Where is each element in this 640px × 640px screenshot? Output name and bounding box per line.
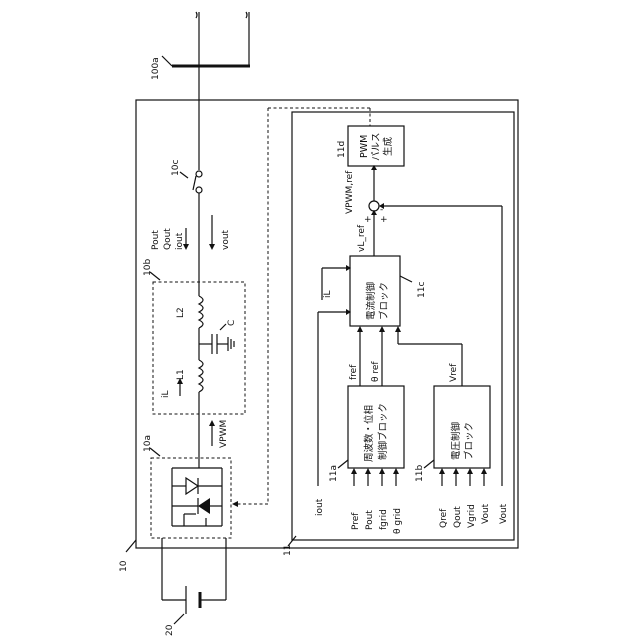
- C-label: C: [227, 320, 237, 326]
- current-block-line1: 電流制御: [365, 282, 377, 320]
- current-ref-label: 11c: [417, 282, 427, 298]
- vref-arrow: [395, 326, 401, 332]
- plus-sign-2: +: [380, 215, 388, 225]
- battery-ref-label: 20: [165, 624, 175, 636]
- pll-inputs: [351, 468, 399, 486]
- converter-ref-label: 10a: [143, 435, 153, 452]
- switch-ref-leader: [180, 172, 188, 178]
- cap-ref-leader: [220, 324, 226, 330]
- pwm-ref-label: 11d: [337, 141, 347, 158]
- voltage-input-3: Vout: [481, 503, 491, 524]
- pll-block-line2: 制御ブロック: [377, 403, 389, 460]
- pwm-block-line2: パルス: [371, 132, 382, 161]
- vout-arrow-head: [209, 244, 215, 250]
- summing-junction: [369, 201, 379, 211]
- voltage-block-line1: 電圧制御: [450, 422, 462, 460]
- voltage-block-line2: ブロック: [463, 422, 475, 460]
- pwm-block-line1: PWM: [359, 135, 370, 158]
- fref-label: fref: [349, 364, 359, 380]
- battery-ref-leader: [174, 614, 184, 624]
- vpwm-arrow-head: [209, 420, 215, 426]
- fref-arrow: [357, 326, 363, 332]
- thetaref-label: θ ref: [371, 361, 381, 382]
- pll-input-3: θ grid: [393, 508, 403, 534]
- inductor-L1: [199, 360, 203, 392]
- vpwm-label: VPWM: [219, 420, 229, 448]
- pll-block: [348, 386, 404, 468]
- pll-block-line1: 周波数・位相: [363, 405, 375, 462]
- vpwmref-label: VPWM,ref: [345, 170, 355, 214]
- switch-ref-label: 10c: [171, 160, 181, 176]
- grid-ref-label: 100a: [151, 57, 161, 80]
- conv-diode-bottom: [198, 498, 210, 514]
- system-outer-box: [136, 100, 518, 548]
- pwm-block-line3: 生成: [382, 136, 394, 156]
- current-ref-leader: [400, 276, 412, 282]
- vref-label: Vref: [449, 363, 459, 382]
- system-ref-leader: [126, 540, 136, 552]
- voltage-input-1: Qout: [453, 506, 463, 528]
- L2-label: L2: [176, 307, 186, 318]
- voltage-ref-leader: [424, 460, 434, 468]
- controller-box: [292, 112, 514, 540]
- switch-contact-bottom: [196, 187, 202, 193]
- pll-input-1: Pout: [365, 510, 375, 530]
- qout-label: Qout: [163, 228, 173, 250]
- plus-sign-1: +: [364, 215, 372, 225]
- inductor-L2: [199, 296, 203, 328]
- voltage-ref-label: 11b: [415, 465, 425, 482]
- pout-label: Pout: [151, 230, 161, 250]
- grid-break-mark-right: [246, 12, 247, 18]
- current-block-line2: ブロック: [378, 282, 390, 320]
- pll-ref-label: 11a: [329, 465, 339, 482]
- iout-label: iout: [175, 232, 185, 250]
- grid-break-mark-left: [196, 12, 197, 18]
- system-ref-label: 10: [119, 560, 129, 572]
- voltage-inputs: [439, 468, 487, 486]
- iout-input-label: iout: [315, 498, 325, 516]
- pll-input-0: Pref: [351, 512, 361, 530]
- filter-ref-label: 10b: [143, 259, 153, 276]
- voltage-input-2: Vgrid: [467, 504, 477, 528]
- voltage-input-0: Qref: [439, 508, 449, 528]
- controller-ref-label: 11: [283, 545, 293, 556]
- voltage-block: [434, 386, 490, 468]
- vout-feedback-input-label: Vout: [499, 503, 509, 524]
- thetaref-arrow: [379, 326, 385, 332]
- iL-ctrl-label: iL: [323, 290, 333, 298]
- vout-label: vout: [221, 229, 231, 250]
- iL-label: iL: [161, 390, 171, 398]
- pll-ref-leader: [338, 460, 348, 468]
- L1-label: L1: [176, 369, 186, 380]
- switch-contact-top: [196, 171, 202, 177]
- gate-drive-arrow: [232, 501, 238, 507]
- vLref-label: vL_ref: [357, 224, 367, 252]
- grid-ref-leader: [162, 56, 172, 66]
- conv-diode-top: [186, 478, 198, 494]
- switch-blade: [193, 176, 196, 190]
- pll-input-2: fgrid: [379, 509, 389, 530]
